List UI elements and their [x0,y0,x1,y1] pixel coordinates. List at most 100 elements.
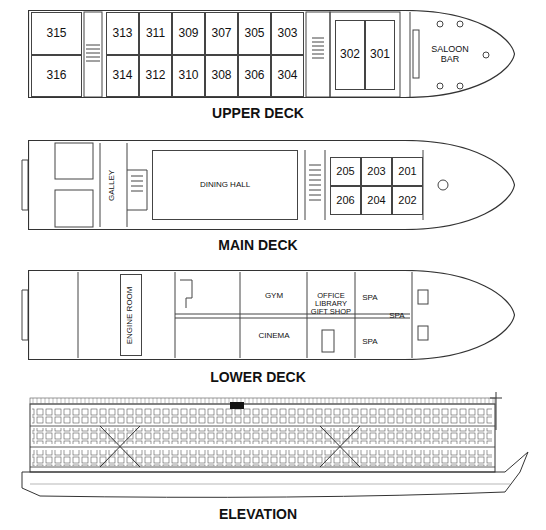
cabin-box: 307 [205,12,238,55]
room-name: GYM [265,292,283,301]
text-holder: 203 [362,158,391,185]
room-name: OFFICE LIBRARY GIFT SHOP [310,292,352,317]
room-name: CINEMA [258,332,289,341]
hull-outline [29,271,515,360]
room-area: SPA [384,308,410,324]
cabin-box: 311 [139,12,172,55]
deck-lines [30,426,495,467]
hull-outline [28,140,515,230]
text-holder: 204 [362,187,391,214]
cabin-number: 203 [367,165,385,177]
table [457,83,463,89]
cabin-box: 302 [335,20,365,90]
table [437,21,443,27]
cabin-number: 314 [112,69,132,82]
room-name: SPA [362,338,377,347]
cabin-box: 309 [172,12,205,55]
room-name: DINING HALL [200,181,250,190]
text-holder: SALOON BAR [423,40,477,70]
stern-step [22,290,28,340]
cabin-box: 315 [31,12,82,55]
room-name: SPA [389,312,404,321]
cabin-number: 308 [211,69,231,82]
stairs [309,165,321,200]
cabin-number: 202 [398,194,416,206]
cabin-box: 206 [330,186,361,215]
deck-title: UPPER DECK [212,106,304,121]
table [457,21,463,27]
cabin-box: 205 [330,157,361,186]
cabin-box: 312 [139,55,172,97]
view-title: ELEVATION [219,506,297,522]
bulkhead [78,272,79,358]
stern-step [22,160,28,210]
hull-outline [29,11,515,98]
room-area: SALOON BAR [423,40,477,70]
text-holder: 304 [272,56,303,96]
cabin-box: 301 [365,20,395,90]
cabin-box: 310 [172,55,205,97]
room-name: ENGINE ROOM [127,286,136,344]
cabin-box: 305 [238,12,271,55]
cabin-box: 203 [361,157,392,186]
hull-outline [28,270,515,360]
funnel [230,402,244,409]
elevation-drawing [22,392,528,497]
deck-title: MAIN DECK [218,238,297,253]
text-holder: GALLEY [103,150,123,220]
room-area: DINING HALL [152,150,298,220]
text-holder: 306 [239,56,270,96]
text-holder: 312 [140,56,171,96]
cabin-number: 306 [244,69,264,82]
cabin-number: 311 [146,27,165,40]
cabin-number: 204 [367,194,385,206]
text-holder: 316 [32,56,81,96]
fixture [418,326,428,340]
text-holder: 313 [107,13,138,54]
galley-walls [100,143,147,227]
text-holder: OFFICE LIBRARY GIFT SHOP [308,284,354,324]
mast-arm [490,398,502,399]
stair [180,280,192,308]
top-rail [30,398,495,404]
text-holder: 309 [173,13,204,54]
text-holder: 201 [393,158,422,185]
text-holder: ENGINE ROOM [121,275,141,355]
text-holder: 308 [206,56,237,96]
cabin-box: 316 [31,55,82,97]
text-holder: DINING HALL [153,151,297,219]
stairs [312,38,324,58]
bulkhead [412,272,413,358]
upper-deck-details [84,12,489,97]
text-holder: 303 [272,13,303,54]
superstructure [30,404,495,472]
cabin-box: 303 [271,12,304,55]
service-room [55,143,93,179]
text-holder: 206 [331,187,360,214]
service-room [55,190,93,227]
room-name: SALOON BAR [425,45,475,65]
bar-wall [410,12,411,97]
deck-plan: MAIN DECKGALLEYDINING HALL20520320120620… [28,140,515,230]
stairs [131,176,143,191]
text-holder: 302 [336,21,364,89]
corridor [175,314,410,318]
cabin-number: 302 [340,48,360,61]
cabin-number: 316 [46,69,66,82]
text-holder: 310 [173,56,204,96]
room-area: ENGINE ROOM [120,274,142,356]
cabin-number: 205 [336,165,354,177]
cabin-box: 313 [106,12,139,55]
text-holder: 202 [393,187,422,214]
text-holder: SPA [357,290,383,306]
suite-block [330,12,400,97]
helm [438,180,448,190]
text-holder: 315 [32,13,81,54]
deck-title: LOWER DECK [210,370,306,385]
text-holder: CINEMA [245,322,303,350]
text-holder: SPA [357,334,383,350]
cabin-number: 303 [277,27,297,40]
cabin-number: 206 [336,194,354,206]
window-row [32,408,492,424]
text-holder: SPA [384,308,410,324]
